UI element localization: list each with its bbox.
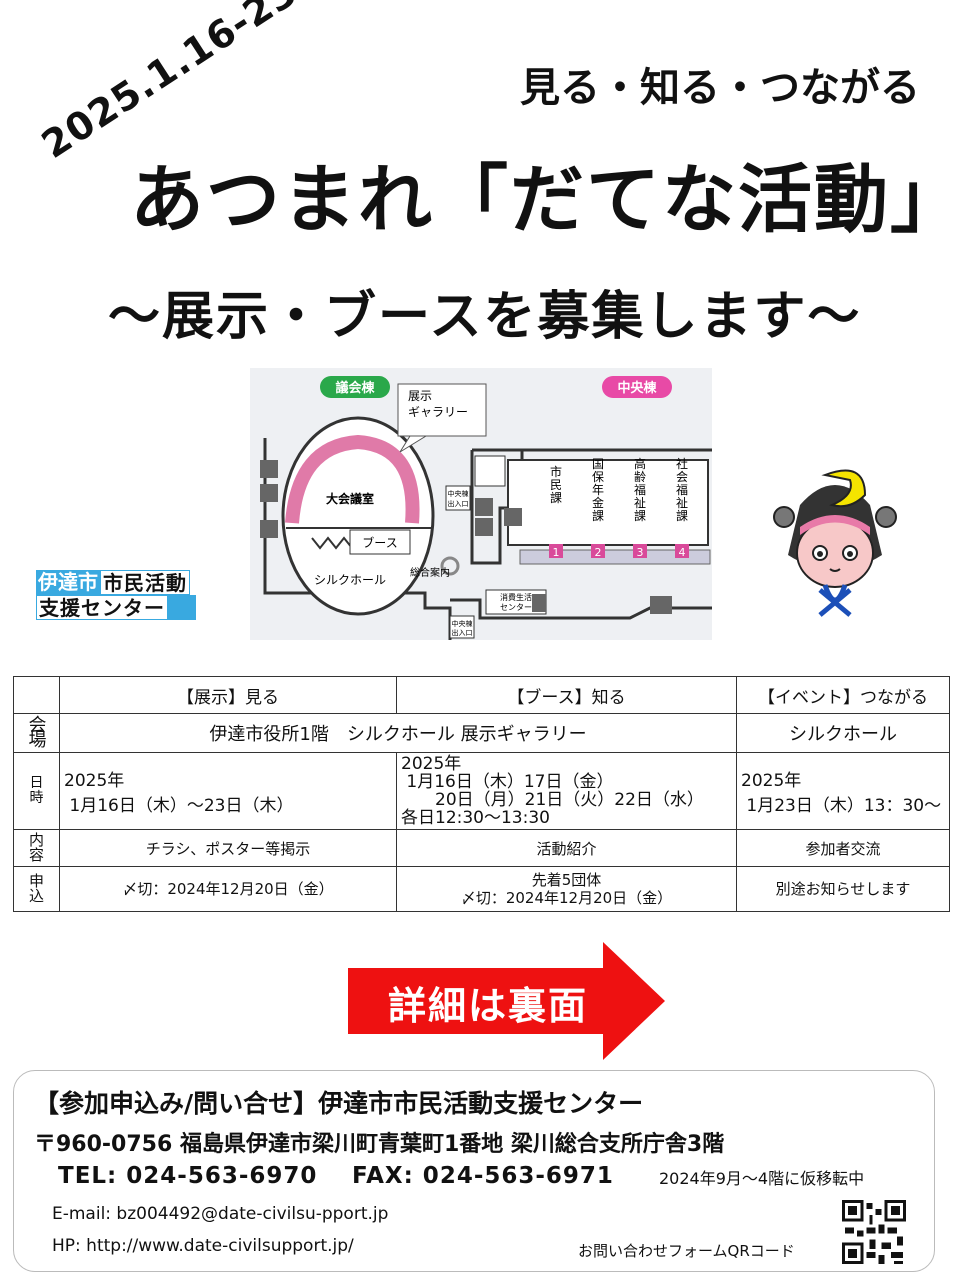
table-row: 日時 2025年 1月16日（木）～23日（木） 2025年 1月16日（木）1… (13, 752, 950, 830)
venue-main: 伊達市役所1階 シルクホール 展示ギャラリー (59, 713, 737, 753)
table-row: 申込 〆切：2024年12月20日（金） 先着5団体〆切：2024年12月20日… (13, 866, 950, 912)
row-label-date: 日時 (13, 752, 60, 830)
map-hall-upper: 大会議室 (326, 491, 374, 506)
map-booth: ブース (362, 535, 397, 550)
event-info-table: 【展示】見る 【ブース】知る 【イベント】つながる 会場 伊達市役所1階 シルク… (13, 676, 950, 912)
logo-text-2: 支援センター (36, 595, 168, 620)
page-subtitle: ～展示・ブースを募集します～ (108, 287, 862, 347)
map-hall-lower: シルクホール (314, 573, 386, 587)
contact-email[interactable]: E-mail: bz004492@date-civilsu-pport.jp (52, 1204, 389, 1224)
page-title: あつまれ「だてな活動」 (130, 157, 960, 243)
map-entrance-1b: 出入口 (448, 499, 469, 508)
dept-2-num: 2 (595, 546, 602, 559)
venue-event: シルクホール (736, 713, 950, 753)
dept-2-name: 国保年金課 (592, 457, 604, 523)
map-consumer-a: 消費生活 (500, 592, 532, 602)
date-booth: 2025年 1月16日（木）17日（金） 20日（月）21日（火）22日（水）各… (396, 752, 737, 830)
table-header-blank (13, 676, 60, 714)
map-entrance-2a: 中央棟 (452, 619, 473, 628)
content-booth: 活動紹介 (396, 829, 737, 867)
contact-box (13, 1070, 935, 1272)
restroom-icon (260, 460, 672, 614)
apply-exhibit: 〆切：2024年12月20日（金） (59, 866, 397, 912)
contact-address: 〒960-0756 福島県伊達市梁川町青葉町1番地 梁川総合支所庁舎3階 (34, 1132, 725, 1157)
relocation-note: 2024年9月～4階に仮移転中 (659, 1169, 865, 1188)
content-exhibit: チラシ、ポスター等掲示 (59, 829, 397, 867)
qr-code-icon[interactable] (842, 1200, 906, 1264)
tagline: 見る・知る・つながる (520, 65, 920, 111)
contact-heading: 【参加申込み/問い合せ】伊達市市民活動支援センター (34, 1089, 644, 1118)
contact-fax: FAX: 024-563-6971 (352, 1163, 614, 1189)
row-label-apply: 申込 (13, 866, 60, 912)
map-entrance-1a: 中央棟 (448, 489, 469, 498)
dept-4-name: 社会福祉課 (676, 456, 688, 523)
contact-homepage-link[interactable]: HP: http://www.date-civilsupport.jp/ (52, 1236, 354, 1256)
arrow-right-icon (348, 942, 665, 1060)
map-callout-2: ギャラリー (408, 405, 468, 419)
table-row: 内容 チラシ、ポスター等掲示 活動紹介 参加者交流 (13, 829, 950, 867)
logo-text-1b: 市民活動 (100, 570, 190, 595)
row-label-content: 内容 (13, 829, 60, 867)
table-header-exhibit: 【展示】見る (59, 676, 397, 714)
contact-tel: TEL: 024-563-6970 (58, 1163, 318, 1189)
dept-3-name: 高齢福祉課 (634, 456, 646, 523)
row-label-venue: 会場 (13, 713, 60, 753)
map-callout-1: 展示 (408, 389, 432, 403)
table-row: 会場 伊達市役所1階 シルクホール 展示ギャラリー シルクホール (13, 713, 950, 753)
map-tag-right: 中央棟 (617, 380, 657, 396)
dept-4-num: 4 (679, 546, 686, 559)
logo-text-1a: 伊達市 (36, 570, 100, 595)
map-consumer-b: センター (500, 603, 532, 612)
date-event: 2025年 1月23日（木）13：30～ (736, 752, 950, 830)
dept-1-num: 1 (553, 546, 560, 559)
qr-code-label: お問い合わせフォームQRコード (578, 1242, 795, 1260)
map-entrance-2b: 出入口 (452, 628, 473, 637)
date-exhibit: 2025年 1月16日（木）～23日（木） (59, 752, 397, 830)
center-logo: 伊達市市民活動 支援センター (36, 570, 196, 620)
mascot-illustration (773, 469, 897, 617)
map-info-desk: 総合案内 (410, 566, 450, 579)
apply-event: 別途お知らせします (736, 866, 950, 912)
content-event: 参加者交流 (736, 829, 950, 867)
dept-3-num: 3 (637, 546, 644, 559)
map-departments: 市民課 国保年金課 高齢福祉課 社会福祉課 1 2 3 4 (549, 456, 689, 559)
map-tag-left: 議会棟 (335, 380, 375, 396)
table-header-booth: 【ブース】知る (396, 676, 737, 714)
table-header-event: 【イベント】つながる (736, 676, 950, 714)
see-back-label: 詳細は裏面 (388, 984, 589, 1028)
dept-1-name: 市民課 (550, 464, 562, 505)
floor-map: 議会棟 中央棟 展示 ギャラリー 大会議室 ブース シルクホール 総合案内 中央… (250, 368, 712, 640)
apply-booth: 先着5団体〆切：2024年12月20日（金） (396, 866, 737, 912)
